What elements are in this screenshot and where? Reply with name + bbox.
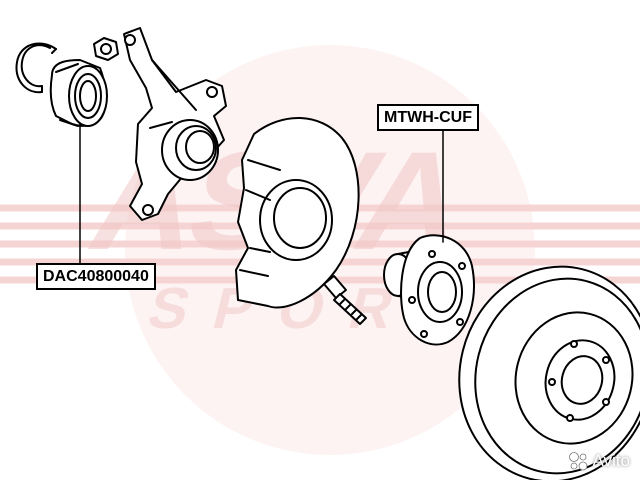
callout-hub-part-number: MTWH-CUF <box>377 104 479 131</box>
marketplace-watermark: Avito <box>567 450 631 472</box>
snap-ring-icon <box>15 42 57 94</box>
bolt-icon <box>323 275 367 325</box>
nut-icon <box>93 37 119 61</box>
avito-dots-icon <box>568 452 587 471</box>
marketplace-name: Avito <box>592 451 631 470</box>
bearing-icon <box>49 59 108 127</box>
callout-bearing-part-number: DAC40800040 <box>36 263 156 290</box>
hub-icon <box>383 234 475 346</box>
shield-icon <box>235 117 360 309</box>
leader-lines <box>79 123 444 264</box>
disc-icon <box>458 265 640 480</box>
knuckle-icon <box>123 27 227 221</box>
